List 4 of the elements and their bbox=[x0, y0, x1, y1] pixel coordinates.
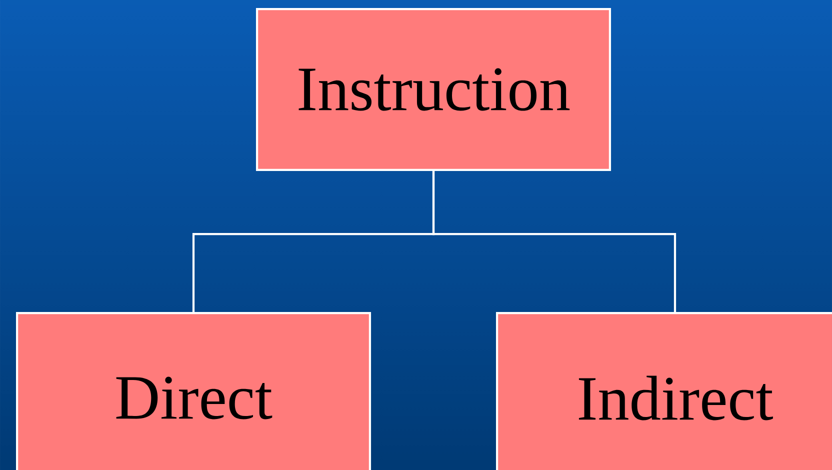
box: Indirect bbox=[496, 312, 832, 470]
connector bbox=[432, 171, 676, 312]
box: Instruction bbox=[256, 8, 612, 172]
box: Direct bbox=[16, 312, 372, 470]
